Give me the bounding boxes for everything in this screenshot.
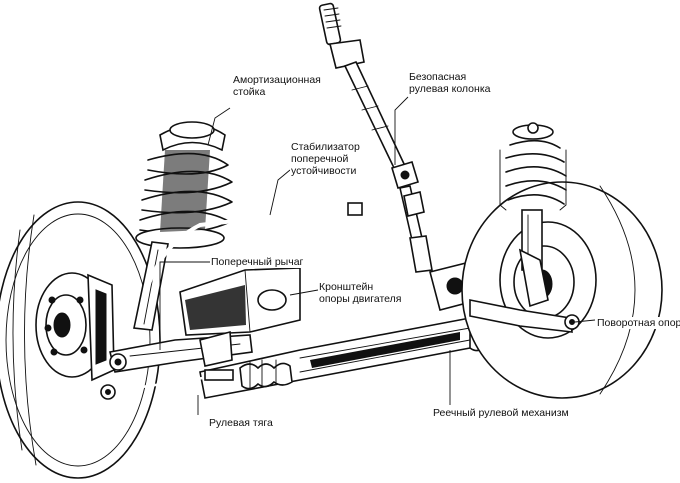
label-stabilizer-line-3: устойчивости xyxy=(291,165,357,177)
steering-column xyxy=(318,2,433,273)
label-steering-column-line-1: Безопасная xyxy=(409,71,467,83)
label-control-arm: Поперечный рычаг xyxy=(210,256,305,268)
leader-lines xyxy=(159,96,596,415)
label-engine-mount-line-1: Кронштейн xyxy=(319,281,374,293)
label-steering-knuckle-line-1: Поворотная опора xyxy=(597,317,680,329)
right-control-arm xyxy=(469,248,580,333)
label-steering-column-line-2: рулевая колонка xyxy=(409,83,491,95)
label-strut-line-1: Амортизационная xyxy=(233,74,321,86)
label-stabilizer: Стабилизатор поперечной устойчивости xyxy=(290,141,361,177)
right-wheel xyxy=(461,181,663,399)
left-tie-rod xyxy=(100,369,234,400)
left-wheel xyxy=(0,201,161,479)
label-stabilizer-line-2: поперечной xyxy=(291,153,349,165)
label-engine-mount: Кронштейн опоры двигателя xyxy=(318,281,403,305)
label-tie-rod: Рулевая тяга xyxy=(208,417,274,429)
stabilizer-bar xyxy=(138,202,432,322)
label-stabilizer-line-1: Стабилизатор xyxy=(291,141,360,153)
label-rack-mechanism: Реечный рулевой механизм xyxy=(432,407,570,419)
label-steering-knuckle: Поворотная опора xyxy=(596,317,680,329)
label-tie-rod-line-1: Рулевая тяга xyxy=(209,417,273,429)
label-rack-mechanism-line-1: Реечный рулевой механизм xyxy=(433,407,569,419)
label-control-arm-line-1: Поперечный рычаг xyxy=(211,256,304,268)
engine-mount-bracket xyxy=(179,267,301,367)
label-steering-column: Безопасная рулевая колонка xyxy=(408,71,492,95)
label-strut-line-2: стойка xyxy=(233,86,266,98)
label-engine-mount-line-2: опоры двигателя xyxy=(319,293,402,305)
label-strut: Амортизационная стойка xyxy=(232,74,322,98)
